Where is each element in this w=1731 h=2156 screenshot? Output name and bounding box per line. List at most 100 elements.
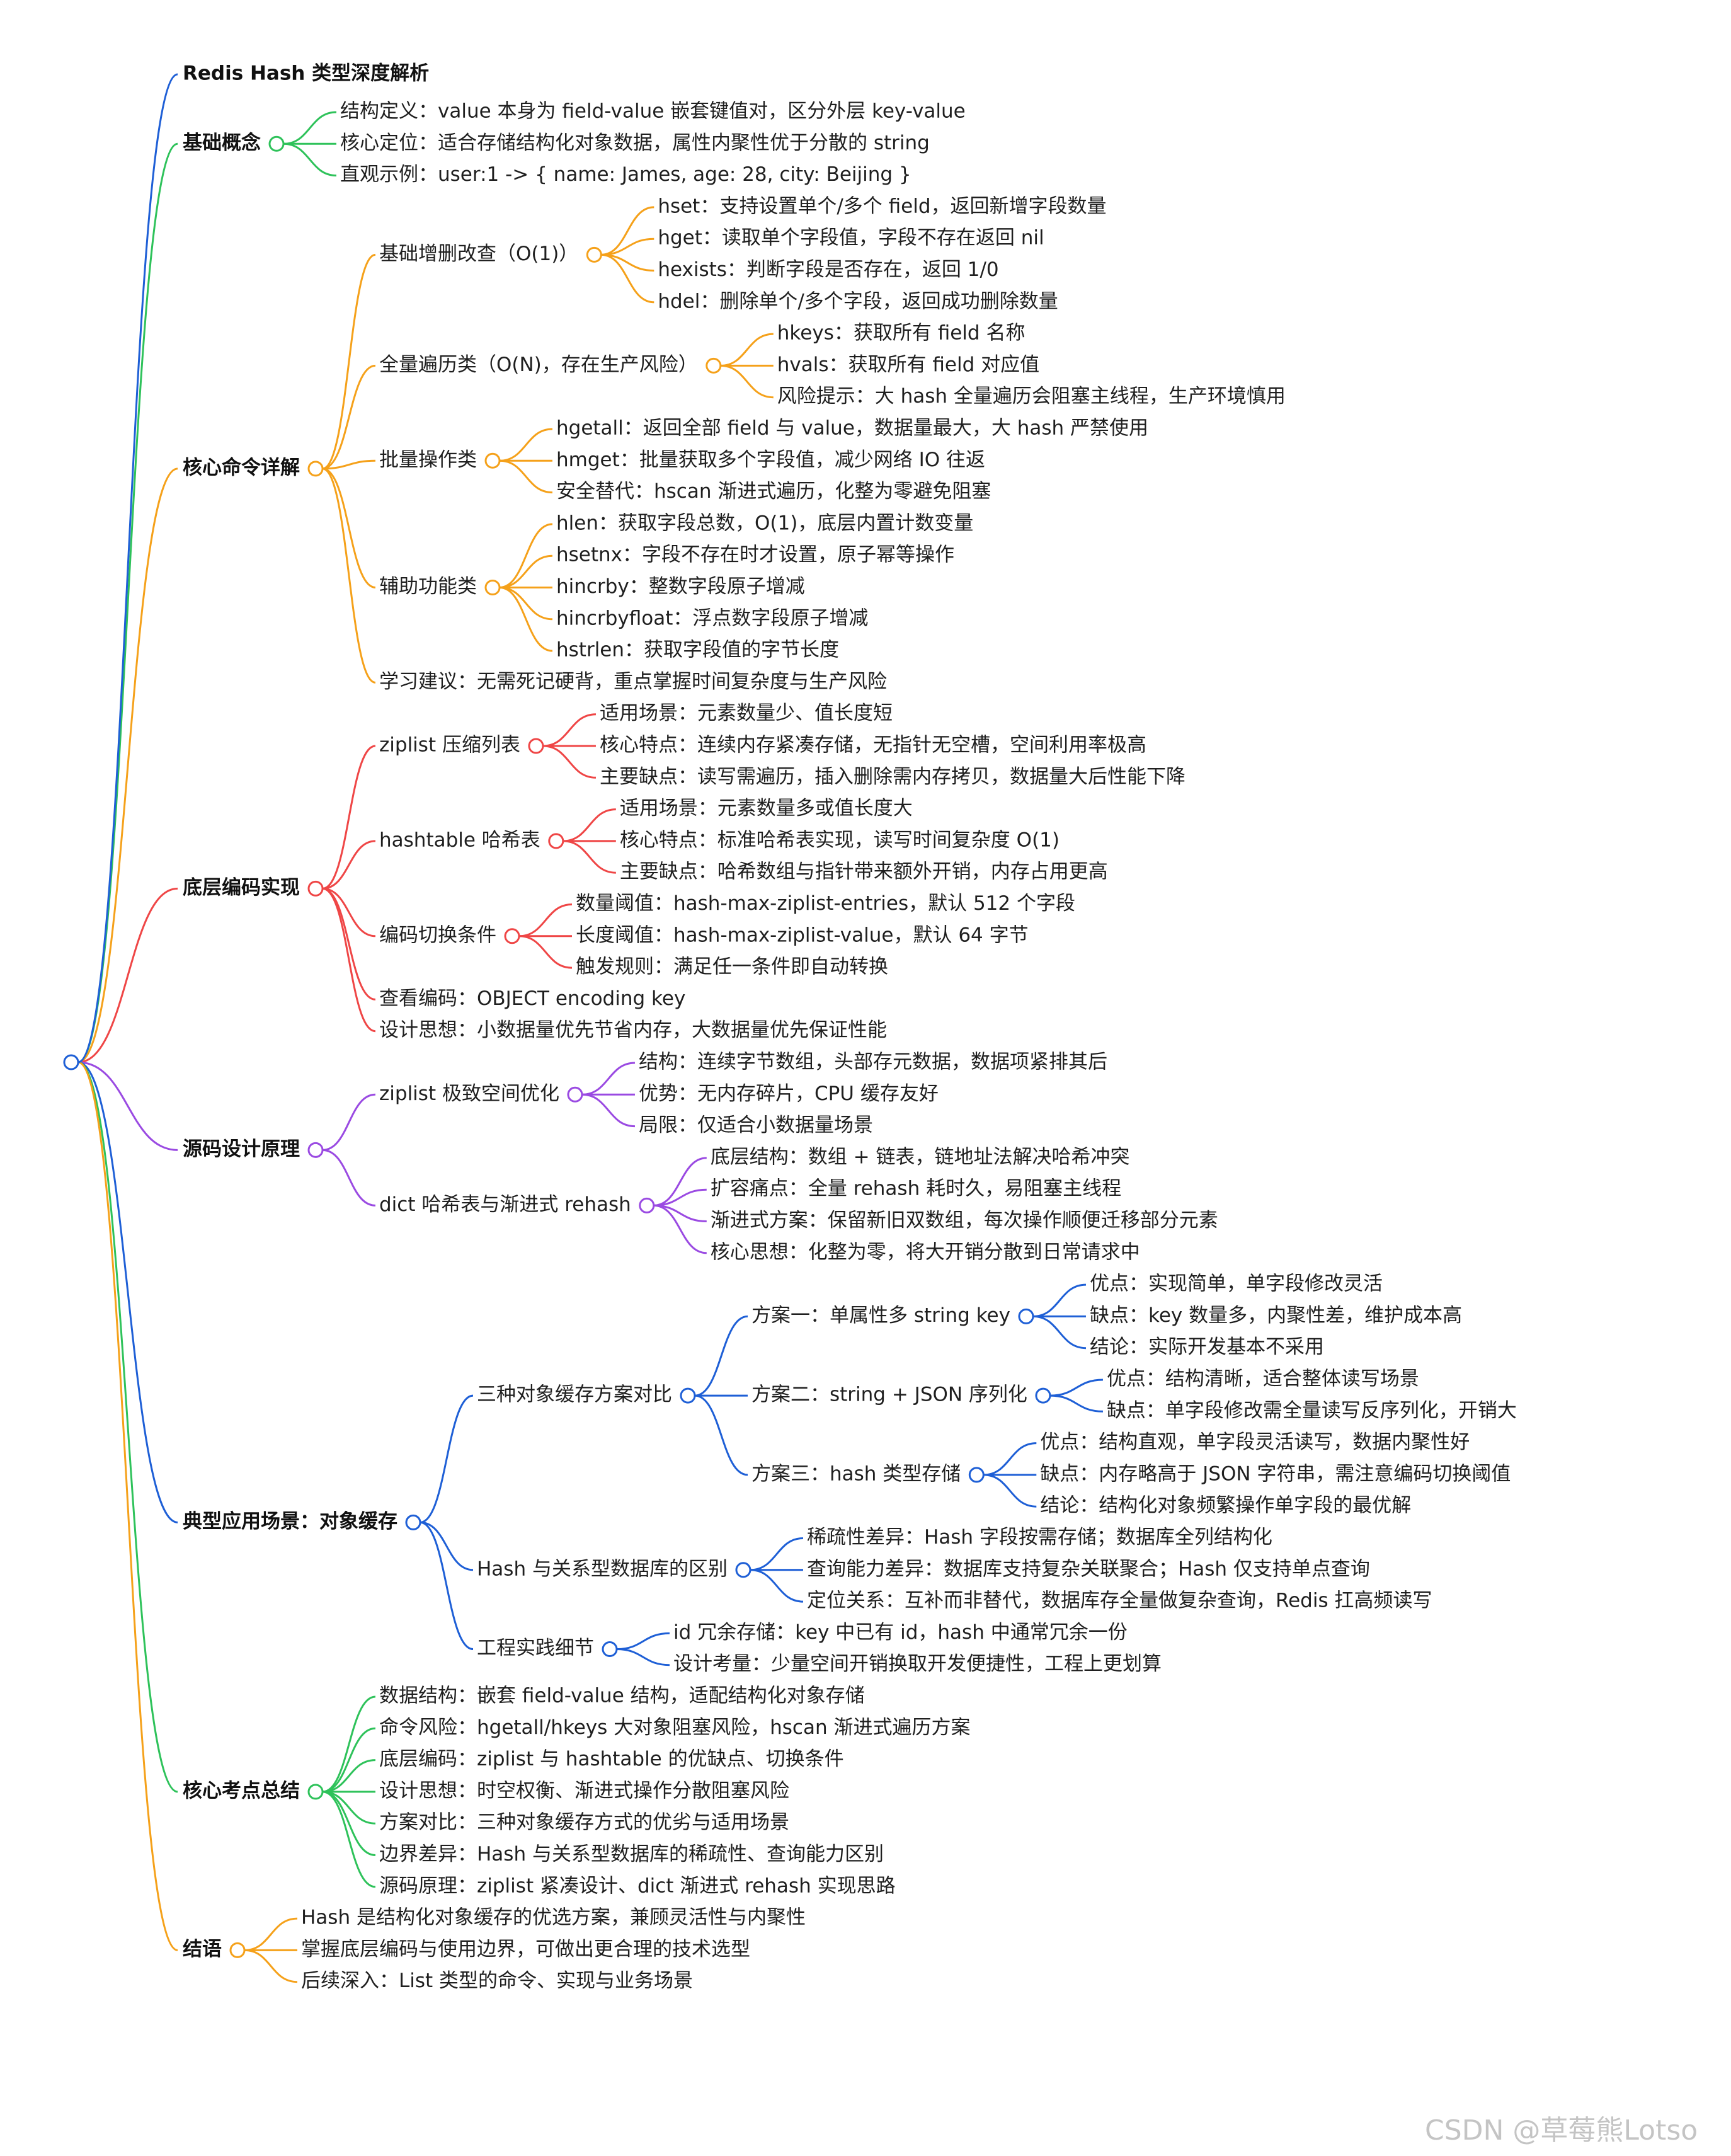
collapse-toggle-circle[interactable]	[968, 1467, 985, 1483]
topic-label: 基础增删改查（O(1)）	[379, 243, 578, 265]
leaf-label: 适用场景：元素数量少、值长度短	[600, 702, 893, 725]
edge-line	[322, 1149, 376, 1207]
root-node-circle[interactable]	[63, 1054, 79, 1070]
leaf-label: 查看编码：OBJECT encoding key	[379, 987, 685, 1010]
edge-line	[283, 142, 337, 177]
leaf-label: 定位关系：互补而非替代，数据库存全量做复杂查询，Redis 扛高频读写	[807, 1590, 1432, 1612]
collapse-toggle-circle[interactable]	[307, 1784, 324, 1800]
collapse-toggle-circle[interactable]	[405, 1514, 421, 1530]
collapse-toggle-circle[interactable]	[706, 357, 722, 374]
topic-label: dict 哈希表与渐进式 rehash	[379, 1193, 631, 1216]
edge-line	[616, 1632, 670, 1651]
edge-line	[653, 1188, 707, 1207]
collapse-toggle-circle[interactable]	[504, 928, 520, 944]
leaf-label: 缺点：key 数量多，内聚性差，维护成本高	[1090, 1304, 1462, 1327]
leaf-label: 渐进式方案：保留新旧双数组，每次操作顺便迁移部分元素	[711, 1209, 1218, 1232]
leaf-label: 结构：连续字节数组，头部存元数据，数据项紧排其后	[639, 1051, 1107, 1074]
collapse-toggle-circle[interactable]	[484, 580, 501, 595]
collapse-toggle-circle[interactable]	[307, 1142, 324, 1158]
leaf-label: 源码原理：ziplist 紧凑设计、dict 渐进式 rehash 实现思路	[379, 1874, 896, 1897]
leaf-label: 核心定位：适合存储结构化对象数据，属性内聚性优于分散的 string	[340, 132, 930, 154]
leaf-label: 适用场景：元素数量多或值长度大	[620, 797, 913, 820]
leaf-label: hdel：删除单个/多个字段，返回成功删除数量	[658, 290, 1058, 313]
topic-label: Hash 与关系型数据库的区别	[477, 1557, 728, 1580]
leaf-label: 优点：结构清晰，适合整体读写场景	[1107, 1368, 1419, 1391]
branch-label: 结语	[183, 1938, 222, 1961]
edge-line	[499, 459, 553, 494]
edge-line	[322, 840, 376, 890]
edge-line	[322, 887, 376, 938]
collapse-toggle-circle[interactable]	[602, 1641, 618, 1658]
leaf-label: 扩容痛点：全量 rehash 耗时久，易阻塞主线程	[711, 1178, 1121, 1200]
leaf-label: 查询能力差异：数据库支持复杂关联聚合；Hash 仅支持单点查询	[807, 1557, 1370, 1580]
edge-line	[420, 1521, 474, 1651]
root-title: Redis Hash 类型深度解析	[183, 62, 429, 85]
edge-line	[499, 428, 553, 462]
edge-line	[322, 1759, 376, 1793]
edge-line	[77, 887, 178, 1064]
leaf-label: 风险提示：大 hash 全量遍历会阻塞主线程，生产环境慎用	[777, 385, 1286, 408]
collapse-toggle-circle[interactable]	[528, 738, 544, 754]
edge-line	[581, 1093, 635, 1128]
edge-line	[499, 554, 553, 588]
leaf-label: 触发规则：满足任一条件即自动转换	[576, 956, 888, 978]
collapse-toggle-circle[interactable]	[307, 880, 324, 897]
collapse-toggle-circle[interactable]	[1018, 1308, 1034, 1324]
collapse-toggle-circle[interactable]	[484, 452, 501, 469]
edge-line	[983, 1442, 1037, 1476]
edge-line	[653, 1204, 707, 1254]
collapse-toggle-circle[interactable]	[586, 246, 602, 263]
edge-line	[518, 935, 573, 969]
leaf-label: 设计思想：小数据量优先节省内存，大数据量优先保证性能	[379, 1019, 887, 1041]
collapse-toggle-circle[interactable]	[1035, 1387, 1051, 1404]
edge-line	[653, 1157, 707, 1207]
leaf-label: 主要缺点：哈希数组与指针带来额外开销，内存占用更高	[620, 861, 1108, 883]
topic-label: hashtable 哈希表	[379, 829, 540, 851]
branch-label: 底层编码实现	[183, 876, 300, 899]
leaf-label: 优点：结构直观，单字段灵活读写，数据内聚性好	[1040, 1431, 1470, 1454]
collapse-toggle-circle[interactable]	[229, 1942, 246, 1958]
topic-label: 方案二：string + JSON 序列化	[751, 1384, 1027, 1406]
edge-line	[77, 1061, 178, 1151]
topic-label: 方案一：单属性多 string key	[751, 1304, 1010, 1327]
topic-label: 三种对象缓存方案对比	[477, 1384, 672, 1406]
leaf-label: id 冗余存储：key 中已有 id，hash 中通常冗余一份	[673, 1621, 1128, 1644]
edge-line	[581, 1062, 635, 1096]
edge-line	[1049, 1394, 1103, 1413]
collapse-toggle-circle[interactable]	[735, 1562, 751, 1578]
topic-label: ziplist 极致空间优化	[379, 1082, 559, 1105]
edge-line	[77, 73, 178, 1064]
collapse-toggle-circle[interactable]	[548, 833, 564, 849]
leaf-label: hsetnx：字段不存在时才设置，原子幂等操作	[556, 544, 954, 566]
edge-line	[322, 459, 376, 470]
leaf-label: hget：读取单个字段值，字段不存在返回 nil	[658, 227, 1044, 249]
leaf-label: 长度阈值：hash-max-ziplist-value，默认 64 字节	[576, 924, 1029, 946]
leaf-label: 底层结构：数组 + 链表，链地址法解决哈希冲突	[711, 1145, 1130, 1168]
edge-line	[322, 887, 376, 1001]
edge-line	[601, 238, 654, 256]
collapse-toggle-circle[interactable]	[639, 1197, 655, 1213]
leaf-label: 数据结构：嵌套 field-value 结构，适配结构化对象存储	[379, 1685, 865, 1707]
leaf-label: 稀疏性差异：Hash 字段按需存储；数据库全列结构化	[807, 1526, 1272, 1549]
edge-line	[983, 1474, 1037, 1508]
leaf-label: 结论：实际开发基本不采用	[1090, 1336, 1324, 1358]
leaf-label: hset：支持设置单个/多个 field，返回新增字段数量	[658, 195, 1106, 217]
leaf-label: hlen：获取字段总数，O(1)，底层内置计数变量	[556, 512, 973, 534]
collapse-toggle-circle[interactable]	[307, 461, 324, 477]
leaf-label: 数量阈值：hash-max-ziplist-entries，默认 512 个字段	[576, 892, 1075, 915]
leaf-label: hincrbyfloat：浮点数字段原子增减	[556, 607, 868, 629]
edge-line	[542, 745, 596, 779]
branch-label: 核心命令详解	[183, 456, 300, 479]
edge-line	[77, 1061, 178, 1523]
collapse-toggle-circle[interactable]	[268, 135, 285, 152]
collapse-toggle-circle[interactable]	[567, 1086, 583, 1103]
edge-line	[322, 745, 376, 890]
leaf-label: hexists：判断字段是否存在，返回 1/0	[658, 258, 998, 281]
edge-line	[322, 253, 376, 470]
collapse-toggle-circle[interactable]	[680, 1387, 696, 1404]
leaf-label: 设计思想：时空权衡、渐进式操作分散阻塞风险	[379, 1779, 789, 1802]
leaf-label: 直观示例：user:1 -> { name: James, age: 28, c…	[340, 163, 911, 186]
edge-line	[1032, 1283, 1086, 1317]
edge-line	[77, 467, 178, 1064]
branch-label: 核心考点总结	[183, 1779, 300, 1802]
